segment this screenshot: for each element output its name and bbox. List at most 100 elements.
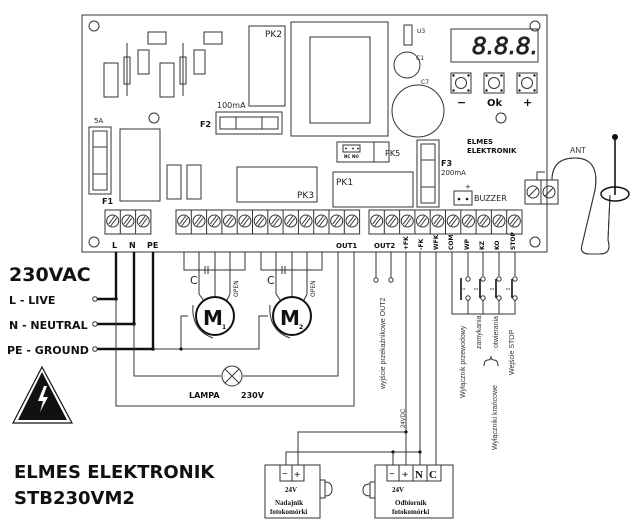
buzzer-connector bbox=[453, 190, 473, 206]
out2-terminal-b bbox=[388, 277, 394, 283]
dc24-annotation: 24VDC bbox=[401, 408, 407, 428]
relay-pk5 bbox=[336, 141, 390, 163]
f3-label: F3 bbox=[441, 159, 452, 168]
terminal-screw[interactable] bbox=[416, 214, 430, 228]
terminal-screw[interactable] bbox=[177, 214, 191, 228]
motor-terminal-block bbox=[175, 209, 361, 235]
out2-annotation: wyjście przekaźnikowe OUT2 bbox=[380, 297, 387, 390]
button-ok-label: Ok bbox=[487, 98, 503, 109]
terminal-screw[interactable] bbox=[253, 214, 267, 228]
transformer bbox=[290, 21, 389, 137]
terminal-screw[interactable] bbox=[223, 214, 237, 228]
motor-2 bbox=[260, 252, 323, 339]
antenna-label: ANT bbox=[570, 146, 586, 155]
terminal-label-fk: +FK bbox=[403, 236, 410, 250]
power-heading: 230VAC bbox=[9, 264, 91, 286]
terminal-screw[interactable] bbox=[268, 214, 282, 228]
terminal-label-kz: KZ bbox=[479, 240, 486, 250]
terminal-label-fk: -FK bbox=[418, 238, 425, 250]
fuse-f2 bbox=[215, 111, 283, 135]
c7-label: C7 bbox=[421, 79, 429, 86]
pk3-label: PK3 bbox=[297, 191, 314, 201]
terminal-screw[interactable] bbox=[507, 214, 521, 228]
terminal-screw[interactable] bbox=[400, 214, 414, 228]
terminal-screw[interactable] bbox=[192, 214, 206, 228]
terminal-screw[interactable] bbox=[314, 214, 328, 228]
motor-2-label: M bbox=[280, 306, 300, 330]
transmitter-label-2: fotokomórki bbox=[270, 508, 307, 516]
photocell-receiver bbox=[362, 464, 454, 519]
ground-input-terminal bbox=[92, 346, 98, 352]
out2-terminal-a bbox=[373, 277, 379, 283]
button-plus[interactable] bbox=[516, 72, 538, 94]
button-plus-label: + bbox=[523, 96, 532, 109]
lamp bbox=[221, 365, 243, 387]
terminal-screw[interactable] bbox=[446, 214, 460, 228]
terminal-screw[interactable] bbox=[207, 214, 221, 228]
receiver-c: C bbox=[429, 469, 437, 481]
brand-title: ELMES ELEKTRONIK bbox=[14, 462, 215, 483]
board-brand-line2: ELEKTRONIK bbox=[467, 147, 517, 155]
power-live-label: L - LIVE bbox=[9, 294, 55, 307]
terminal-screw[interactable] bbox=[370, 214, 384, 228]
terminal-screw[interactable] bbox=[477, 214, 491, 228]
jumper-no-label: NO bbox=[352, 154, 359, 159]
relay-pk1 bbox=[332, 171, 414, 208]
pk1-label: PK1 bbox=[336, 178, 353, 188]
mounting-hole bbox=[148, 112, 160, 124]
antenna bbox=[524, 134, 630, 255]
terminal-label-com: COM bbox=[448, 234, 455, 250]
u3-component bbox=[403, 24, 413, 46]
button-minus[interactable] bbox=[450, 72, 472, 94]
fuse-f3 bbox=[416, 139, 440, 208]
power-terminal-block bbox=[104, 209, 152, 235]
photocell-transmitter bbox=[264, 464, 333, 519]
f3-rating: 200mA bbox=[441, 169, 466, 177]
motor-2-open-label: OPEN bbox=[310, 280, 317, 297]
terminal-screw[interactable] bbox=[299, 214, 313, 228]
mounting-hole bbox=[529, 20, 541, 32]
receiver-plus: + bbox=[402, 469, 408, 481]
power-ground-label: PE - GROUND bbox=[7, 344, 89, 357]
board-brand-line1: ELMES bbox=[467, 138, 493, 146]
terminal-screw[interactable] bbox=[238, 214, 252, 228]
terminal-screw[interactable] bbox=[385, 214, 399, 228]
receiver-label-2: fotokomórki bbox=[392, 508, 429, 516]
terminal-screw[interactable] bbox=[106, 214, 120, 228]
power-neutral-label: N - NEUTRAL bbox=[9, 319, 88, 332]
receiver-label-1: Odbiornik bbox=[395, 499, 427, 507]
nc-no-jumper[interactable] bbox=[342, 144, 361, 153]
terminal-n-label: N bbox=[129, 241, 136, 250]
mounting-hole bbox=[529, 236, 541, 248]
motor-2-index: 2 bbox=[299, 324, 303, 331]
f1-rating: 5A bbox=[94, 117, 103, 125]
lamp-voltage: 230V bbox=[241, 391, 265, 400]
terminal-screw[interactable] bbox=[121, 214, 135, 228]
terminal-screw[interactable] bbox=[284, 214, 298, 228]
input-switches[interactable] bbox=[451, 252, 518, 315]
c1-label: C1 bbox=[416, 55, 424, 62]
buzzer-label: BUZZER bbox=[474, 194, 507, 203]
button-ok[interactable] bbox=[483, 72, 505, 94]
relay-pk2 bbox=[248, 25, 286, 107]
terminal-screw[interactable] bbox=[492, 214, 506, 228]
receiver-minus: − bbox=[389, 469, 395, 480]
terminal-screw[interactable] bbox=[431, 214, 445, 228]
terminal-screw[interactable] bbox=[136, 214, 150, 228]
terminal-screw[interactable] bbox=[461, 214, 475, 228]
f1-label: F1 bbox=[102, 197, 113, 206]
relay-pk3 bbox=[236, 166, 318, 203]
motor-1-label: M bbox=[203, 306, 223, 330]
pk5-label: PK5 bbox=[385, 149, 400, 158]
lamp-label: LAMPA bbox=[189, 391, 220, 400]
mounting-hole bbox=[495, 112, 507, 124]
terminal-screw[interactable] bbox=[345, 214, 359, 228]
motor-1-index: 1 bbox=[222, 324, 226, 331]
terminal-label-stop: STOP bbox=[510, 231, 517, 250]
out2-label: OUT2 bbox=[374, 242, 395, 250]
terminal-label-wfk: WFK bbox=[433, 234, 440, 250]
live-input-terminal bbox=[92, 296, 98, 302]
capacitor-c1 bbox=[393, 51, 421, 79]
terminal-screw[interactable] bbox=[330, 214, 344, 228]
